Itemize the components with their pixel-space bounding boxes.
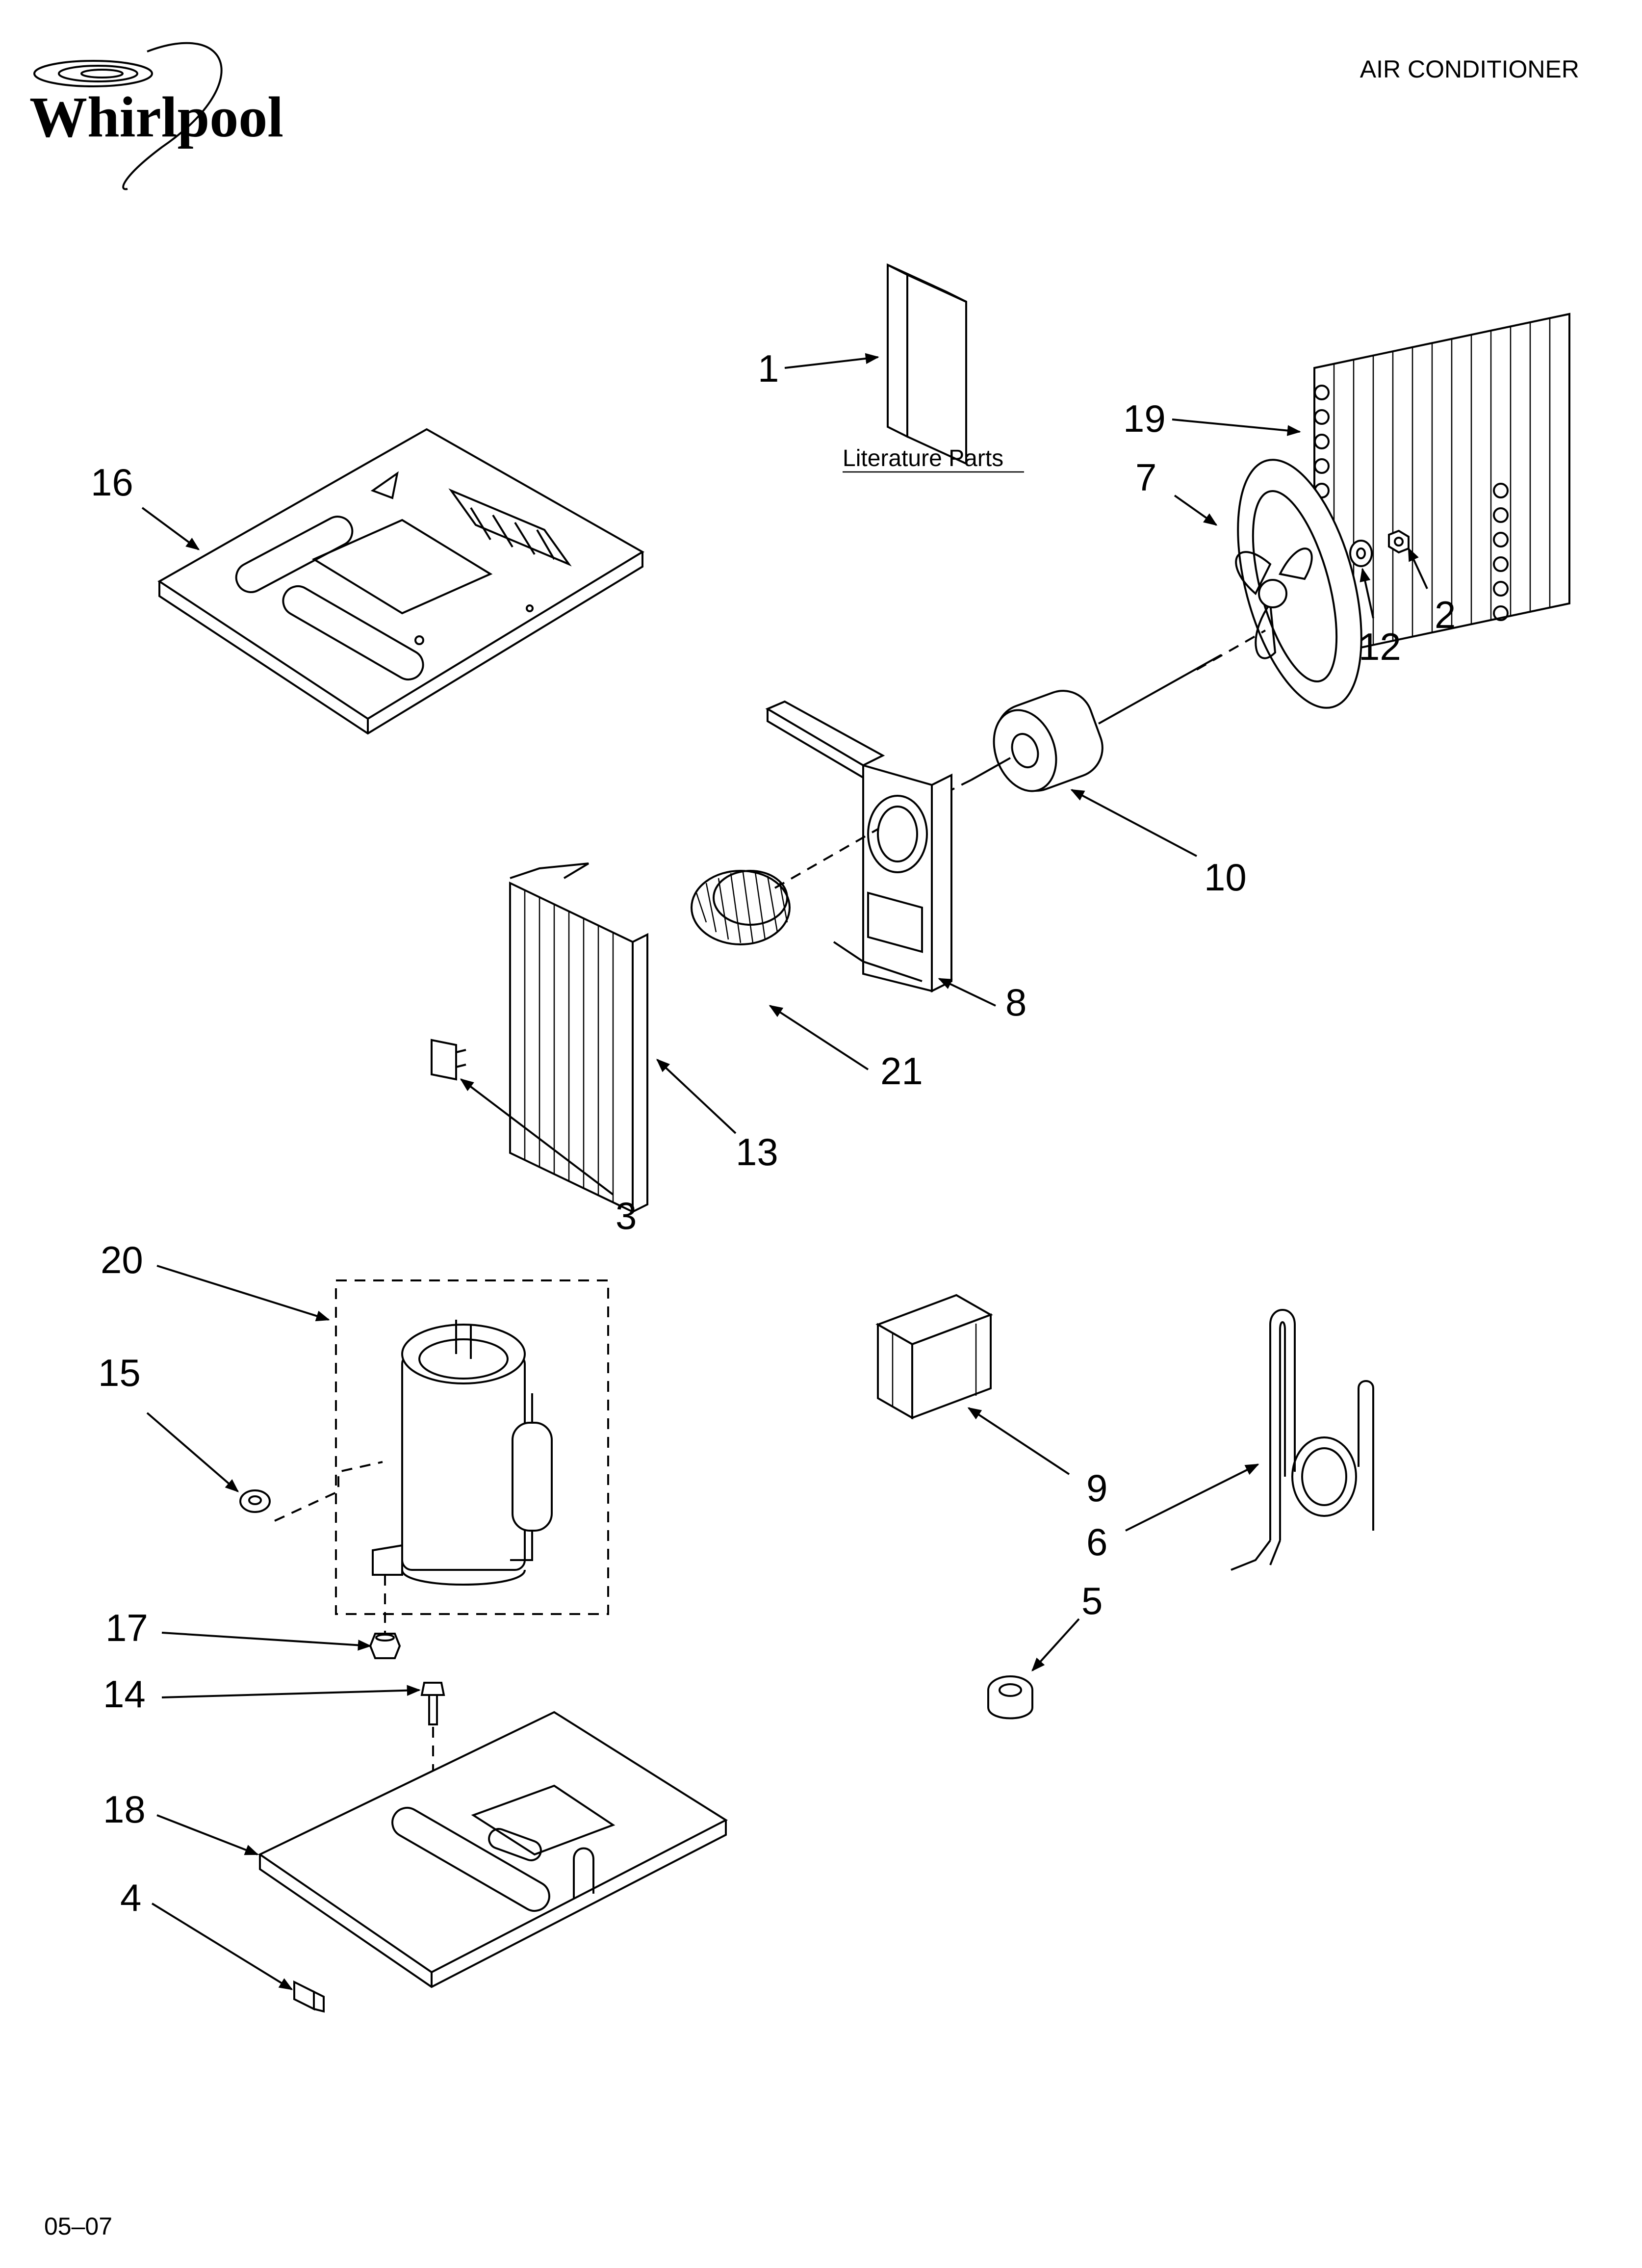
base-pan <box>258 1711 728 1988</box>
callout-17: 17 <box>105 1606 148 1649</box>
page-title: AIR CONDITIONER <box>1360 55 1579 83</box>
callout-4: 4 <box>120 1876 141 1919</box>
brand-name: Whirlpool <box>29 85 283 149</box>
callout-12: 12 <box>1359 625 1401 668</box>
literature-caption: Literature Parts <box>843 445 1003 471</box>
callout-5: 5 <box>1081 1579 1103 1622</box>
whirlpool-logo: Whirlpool <box>29 42 283 190</box>
nut-2 <box>1388 529 1410 554</box>
washer-12 <box>1349 540 1373 567</box>
callout-labels: 1 2 3 4 5 6 7 8 9 10 12 13 14 15 16 17 1… <box>91 347 1456 1919</box>
literature-parts: Literature Parts <box>843 263 1024 473</box>
callout-16: 16 <box>91 461 133 504</box>
insulation-block-9 <box>875 1294 993 1420</box>
cap-5 <box>987 1675 1033 1720</box>
blower-wheel <box>691 828 878 945</box>
callout-21: 21 <box>880 1049 923 1093</box>
grommet-15 <box>239 1461 383 1522</box>
top-cover-panel <box>157 428 644 735</box>
callout-10: 10 <box>1204 856 1247 899</box>
callout-15: 15 <box>98 1351 141 1394</box>
callout-2: 2 <box>1435 593 1456 636</box>
callout-18: 18 <box>103 1788 146 1831</box>
callout-8: 8 <box>1005 981 1026 1024</box>
callout-14: 14 <box>103 1672 146 1716</box>
blower-bracket <box>765 700 952 993</box>
compressor-assembly <box>335 1279 609 1639</box>
callout-9: 9 <box>1086 1466 1107 1510</box>
thermistor-6 <box>1231 1309 1374 1571</box>
fan-motor <box>951 629 1266 792</box>
bracket-3 <box>431 1039 466 1081</box>
callout-6: 6 <box>1086 1520 1107 1564</box>
callout-13: 13 <box>736 1130 778 1173</box>
swirl-icon <box>33 42 223 190</box>
footer-code: 05–07 <box>44 2213 112 2240</box>
clip-4 <box>293 1980 325 2013</box>
callout-19: 19 <box>1123 397 1166 440</box>
nut-17 <box>369 1633 401 1659</box>
callout-20: 20 <box>101 1238 143 1281</box>
evaporator-coil <box>509 862 648 1214</box>
leader-lines <box>141 353 1428 1990</box>
callout-3: 3 <box>616 1194 637 1237</box>
callout-7: 7 <box>1135 456 1156 499</box>
condenser-fan <box>1235 459 1362 709</box>
callout-1: 1 <box>758 347 779 390</box>
